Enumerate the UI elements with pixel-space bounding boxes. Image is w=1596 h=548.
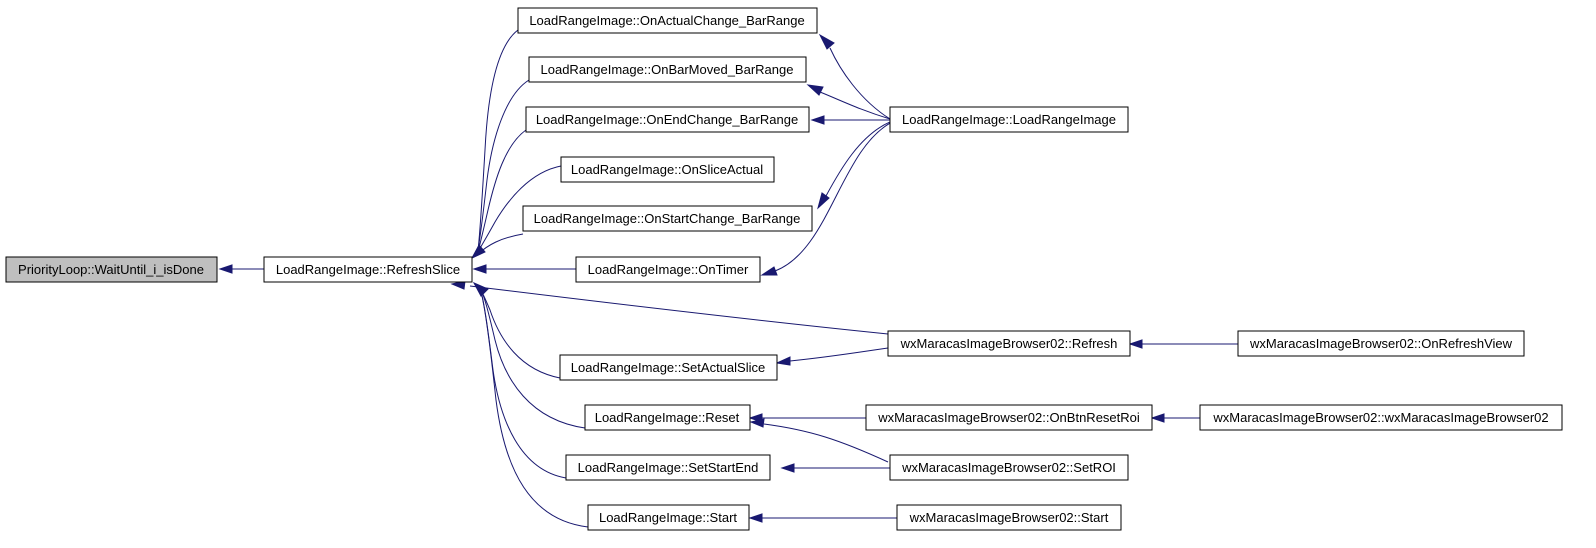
node-refreshslice[interactable]: LoadRangeImage::RefreshSlice — [263, 256, 473, 283]
node-reset[interactable]: LoadRangeImage::Reset — [584, 404, 751, 431]
node-onactualchange-barrange[interactable]: LoadRangeImage::OnActualChange_BarRange — [517, 7, 818, 34]
edge-onactualchange-to-refreshslice — [477, 29, 519, 251]
node-ontimer[interactable]: LoadRangeImage::OnTimer — [575, 256, 761, 283]
edge-onbarmoved-to-refreshslice — [477, 79, 530, 251]
node-label: LoadRangeImage::OnActualChange_BarRange — [529, 13, 804, 28]
arrowhead — [806, 84, 824, 96]
edge-loadrangeimage-to-onstartchange — [825, 121, 891, 197]
arrowhead — [1128, 339, 1143, 349]
edge-setroi-to-reset — [763, 423, 889, 463]
edge-onendchange-to-refreshslice — [477, 129, 527, 253]
node-label: LoadRangeImage::SetStartEnd — [578, 460, 759, 475]
node-label: wxMaracasImageBrowser02::Start — [909, 510, 1109, 525]
node-label: LoadRangeImage::OnEndChange_BarRange — [536, 112, 798, 127]
node-label: wxMaracasImageBrowser02::Refresh — [900, 336, 1118, 351]
node-start[interactable]: LoadRangeImage::Start — [587, 504, 750, 531]
edge-loadrangeimage-to-onactualchange — [829, 47, 891, 120]
node-label: LoadRangeImage::OnSliceActual — [571, 162, 763, 177]
edges-layer — [218, 29, 1238, 528]
node-onbarmoved-barrange[interactable]: LoadRangeImage::OnBarMoved_BarRange — [528, 56, 807, 83]
arrowhead — [218, 264, 233, 274]
edge-start-to-refreshslice — [479, 287, 589, 528]
node-label: wxMaracasImageBrowser02::wxMaracasImageB… — [1212, 410, 1548, 425]
node-label: PriorityLoop::WaitUntil_i_isDone — [18, 262, 204, 277]
node-label: LoadRangeImage::RefreshSlice — [276, 262, 460, 277]
node-waituntil-i-isdone[interactable]: PriorityLoop::WaitUntil_i_isDone — [5, 256, 218, 283]
edge-loadrangeimage-to-onbarmoved — [819, 91, 891, 120]
arrowhead — [472, 264, 487, 274]
nodes-layer: PriorityLoop::WaitUntil_i_isDone LoadRan… — [5, 7, 1563, 531]
edge-setstartend-to-refreshslice — [479, 287, 567, 479]
edge-refresh-to-setactualslice — [789, 347, 889, 362]
node-label: LoadRangeImage::Start — [599, 510, 737, 525]
node-wx-constructor[interactable]: wxMaracasImageBrowser02::wxMaracasImageB… — [1199, 404, 1563, 431]
arrowhead — [748, 513, 763, 523]
node-wx-setroi[interactable]: wxMaracasImageBrowser02::SetROI — [889, 454, 1129, 481]
arrowhead — [817, 192, 830, 210]
node-wx-onbtnresetroi[interactable]: wxMaracasImageBrowser02::OnBtnResetRoi — [865, 404, 1153, 431]
arrowhead — [470, 244, 486, 260]
arrowhead — [810, 115, 825, 125]
node-wx-start[interactable]: wxMaracasImageBrowser02::Start — [896, 504, 1122, 531]
node-onendchange-barrange[interactable]: LoadRangeImage::OnEndChange_BarRange — [525, 106, 810, 133]
node-label: wxMaracasImageBrowser02::SetROI — [901, 460, 1116, 475]
node-setactualslice[interactable]: LoadRangeImage::SetActualSlice — [559, 354, 778, 381]
node-label: LoadRangeImage::LoadRangeImage — [902, 112, 1116, 127]
node-label: LoadRangeImage::OnBarMoved_BarRange — [541, 62, 794, 77]
node-loadrangeimage[interactable]: LoadRangeImage::LoadRangeImage — [889, 106, 1129, 133]
node-onstartchange-barrange[interactable]: LoadRangeImage::OnStartChange_BarRange — [522, 205, 813, 232]
arrowhead — [749, 418, 765, 428]
node-setstartend[interactable]: LoadRangeImage::SetStartEnd — [565, 454, 771, 481]
node-label: wxMaracasImageBrowser02::OnRefreshView — [1249, 336, 1513, 351]
edge-refresh-to-refreshslice — [469, 285, 889, 335]
node-wx-refresh[interactable]: wxMaracasImageBrowser02::Refresh — [887, 330, 1131, 357]
node-wx-onrefreshview[interactable]: wxMaracasImageBrowser02::OnRefreshView — [1237, 330, 1525, 357]
node-label: LoadRangeImage::OnTimer — [588, 262, 749, 277]
edge-loadrangeimage-to-ontimer — [774, 121, 893, 272]
edge-onsliceactual-to-refreshslice — [477, 165, 562, 253]
arrowhead — [775, 356, 791, 366]
arrowhead — [472, 281, 489, 297]
arrowhead — [780, 463, 795, 473]
arrowhead — [760, 266, 778, 276]
node-label: wxMaracasImageBrowser02::OnBtnResetRoi — [877, 410, 1140, 425]
node-onsliceactual[interactable]: LoadRangeImage::OnSliceActual — [560, 156, 775, 183]
node-label: LoadRangeImage::Reset — [595, 410, 740, 425]
node-label: LoadRangeImage::OnStartChange_BarRange — [534, 211, 801, 226]
arrowhead — [1150, 413, 1165, 423]
node-label: LoadRangeImage::SetActualSlice — [571, 360, 765, 375]
arrowhead — [818, 33, 835, 50]
edge-reset-to-refreshslice — [479, 287, 586, 429]
